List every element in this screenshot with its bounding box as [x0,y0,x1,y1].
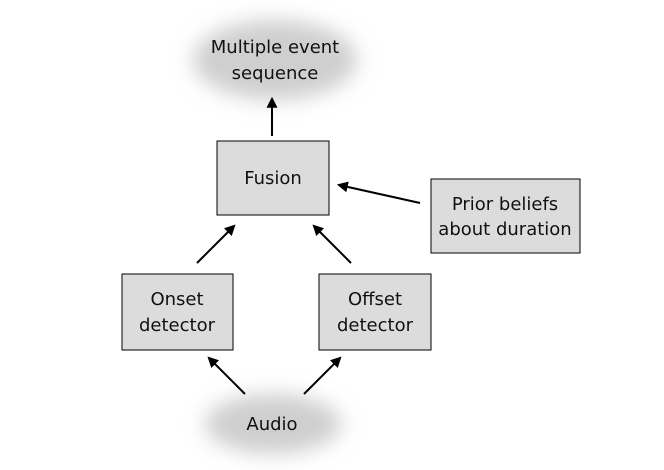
offset-label-line2: detector [337,315,414,336]
prior-node: Prior beliefs about duration [430,178,581,254]
arrow-audio-to-onset [207,356,246,395]
arrow-onset-to-fusion [196,224,236,264]
fusion-node: Fusion [216,140,330,216]
audio-cloud [205,394,341,454]
offset-node: Offset detector [318,273,432,351]
offset-label-line1: Offset [348,289,402,310]
onset-label-line1: Onset [150,289,203,310]
audio-label: Audio [246,414,297,435]
output-label-line1: Multiple event [211,37,340,58]
onset-node: Onset detector [121,273,234,351]
arrow-prior-to-fusion [336,181,421,204]
onset-label-line2: detector [139,315,216,336]
fusion-box [216,140,330,216]
fusion-label: Fusion [244,168,302,189]
prior-label-line1: Prior beliefs [452,194,558,215]
audio-node: Audio [205,394,341,454]
output-cloud [193,20,357,100]
arrow-offset-to-fusion [312,224,352,264]
arrow-audio-to-offset [303,356,342,395]
offset-box [318,273,432,351]
onset-box [121,273,234,351]
output-node: Multiple event sequence [193,20,357,100]
prior-box [430,178,581,254]
output-label-line2: sequence [232,63,319,84]
prior-label-line2: about duration [438,219,571,240]
